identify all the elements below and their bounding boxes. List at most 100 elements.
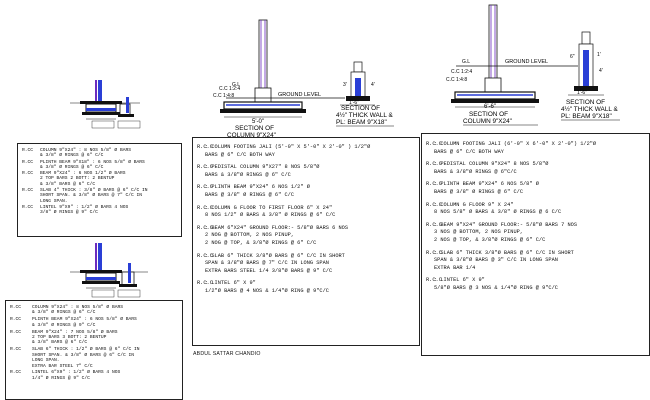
dim-3: 3': [343, 82, 347, 88]
column-section-center: 5'-0" C.C 1:2:4 C.C 1:4:8 G.L GROUND LEV…: [213, 19, 394, 140]
gl-label-2: G.L: [462, 59, 470, 65]
rcc-note-text: : COLUMN FOOTING JALI (5'-0" X 5'-0" X 2…: [205, 144, 371, 158]
rcc-note-tag: R.CC: [10, 347, 22, 353]
ground-level-label-2: GROUND LEVEL: [505, 59, 548, 65]
rcc-note-tag: R.C.C: [197, 280, 213, 287]
cc-124-label: C.C 1:2:4: [219, 86, 240, 92]
beam-label-2: PL: BEAM 9"X18": [561, 113, 612, 120]
rcc-note-row: R.C.C: SLAB 6" THICK 3/8"Ø BARS @ 6" C/C…: [197, 253, 415, 276]
rcc-note-text: LINTEL 9"X9" : 1/2" Ø BARS 4 NOS 3/8" Ø …: [40, 204, 129, 216]
rcc-note-text: PLINTH BEAM 9"X24" : 6 NOS 5/8" Ø BARS &…: [32, 317, 137, 328]
rcc-note-tag: R.C.C: [197, 252, 213, 259]
rcc-note-row: R.C.C: SLAB 6" THICK 3/8"Ø BARS @ 6" C/C…: [426, 250, 645, 273]
rcc-note-row: R.CC SLAB 4" THICK : 3/8" Ø BARS @ 6" C/C…: [22, 188, 177, 204]
rcc-note-text: COLUMN 9"X24" : 8 NOS 5/8" Ø BARS & 3/8"…: [32, 305, 123, 316]
rcc-note-row: R.C.C: PEDISTAL COLUMN 9"X27" 8 NOS 5/8"…: [197, 164, 415, 179]
dim-4-2: 4': [599, 68, 603, 74]
small-footing-detail-2: [70, 243, 148, 298]
rcc-note-text: : BEAM 9"X24" GROUND FLOOR:- 5/8"Ø BARS …: [434, 221, 578, 243]
rcc-notes-box-small-2: R.CC COLUMN 9"X24" : 8 NOS 5/8" Ø BARS & …: [5, 300, 183, 400]
rcc-note-text: LINTEL 6"X9" : 1/2" Ø BARS 4 NOS 1/4" Ø …: [32, 370, 121, 381]
rcc-note-row: R.C.C: COLUMN G FLOOR TO FIRST FLOOR 6" …: [197, 205, 415, 220]
dim-5-0: 5'-0": [252, 119, 264, 125]
rcc-note-text: : PEDISTAL COLUMN 9"X24" 8 NOS 5/8"Ø BAR…: [434, 161, 549, 175]
rcc-note-row: R.C.C: LINTEL 6" X 9" 5/8"Ø BARS @ 3 NOS…: [426, 277, 645, 292]
rcc-note-text: BEAM 9"X24" : 6 NOS 1/2" Ø BARS 2 TOP BA…: [40, 171, 126, 187]
rcc-notes-box-right: R.C.C: COLUMN FOOTING JALI (6'-0" X 6'-0…: [421, 133, 650, 356]
small-footing-detail-1: [70, 80, 141, 129]
wall-label-1: 4½" THICK WALL &: [336, 111, 393, 119]
rcc-note-tag: R.CC: [22, 188, 34, 194]
rcc-note-tag: R.CC: [10, 370, 22, 376]
dim-1: 1': [597, 52, 601, 58]
rcc-note-tag: R.CC: [22, 204, 34, 210]
rcc-note-tag: R.C.C: [426, 201, 442, 208]
beam-label-1: PL: BEAM 9"X18": [336, 119, 387, 126]
dim-4: 4': [371, 82, 375, 88]
rcc-note-tag: R.C.C: [197, 204, 213, 211]
rcc-note-tag: R.C.C: [197, 224, 213, 231]
rcc-note-text: SLAB 4" THICK : 3/8" Ø BARS @ 6" C/C IN …: [40, 188, 148, 204]
rcc-note-row: R.C.C: BEAM 9"X24" GROUND FLOOR:- 5/8"Ø …: [426, 222, 645, 245]
rcc-note-row: R.CC COLUMN 9"X24" : 8 NOS 5/8" Ø BARS & …: [10, 305, 178, 316]
cc-148-label: C.C 1:4:8: [213, 93, 234, 99]
section-of-wall-1: SECTION OF: [341, 105, 380, 112]
dim-6-inch: 6": [570, 54, 575, 60]
column-title-2: COLUMN 9"X24": [463, 118, 512, 125]
rcc-note-row: R.CC BEAM 9"X24" : 7 NOS 5/8" Ø BARS 2 TO…: [10, 330, 178, 346]
rcc-note-tag: R.C.C: [197, 184, 213, 191]
column-section-right: 6'-6" C.C 1:2:4 C.C 1:4:8 G.L GROUND LEV…: [446, 4, 620, 126]
section-of-title-1: SECTION OF: [235, 125, 274, 132]
rcc-note-text: BEAM 9"X24" : 7 NOS 5/8" Ø BARS 2 TOP BA…: [32, 329, 118, 346]
rcc-note-tag: R.CC: [10, 305, 22, 310]
rcc-note-row: R.C.C: COLUMN FOOTING JALI (5'-0" X 5'-0…: [197, 144, 415, 159]
dim-6-6: 6'-6": [484, 104, 496, 110]
cc-148-label-2: C.C 1:4:8: [446, 77, 467, 83]
rcc-note-tag: R.C.C: [426, 221, 442, 228]
rcc-note-tag: R.C.C: [197, 144, 213, 150]
ground-level-label: GROUND LEVEL: [278, 92, 321, 98]
rcc-note-text: : PLINTH BEAM 9"X24" 6 NOS 1/2" Ø BARS @…: [205, 184, 310, 198]
wall-label-2: 4½" THICK WALL &: [561, 105, 618, 113]
rcc-note-tag: R.CC: [22, 159, 34, 165]
rcc-note-tag: R.CC: [10, 317, 22, 323]
rcc-note-tag: R.CC: [10, 329, 22, 335]
rcc-note-row: R.C.C: PLINTH BEAM 9"X24" 6 NOS 1/2" Ø B…: [197, 184, 415, 199]
rcc-note-row: R.C.C: PEDISTAL COLUMN 9"X24" 8 NOS 5/8"…: [426, 161, 645, 176]
rcc-note-text: : SLAB 6" THICK 3/8"Ø BARS @ 6" C/C IN S…: [434, 249, 574, 271]
rcc-note-text: COLUMN 9"X24" : 8 NOS 5/8" Ø BARS & 3/8"…: [40, 148, 131, 159]
rcc-note-row: R.C.C: PLINTH BEAM 9"X24" 6 NOS 5/8" Ø B…: [426, 181, 645, 196]
rcc-note-text: : SLAB 6" THICK 3/8"Ø BARS @ 6" C/C IN S…: [205, 252, 345, 274]
rcc-note-text: : LINTEL 6" X 9" 1/2"Ø BARS @ 4 NOS & 1/…: [205, 280, 329, 294]
rcc-note-text: : BEAM 6"X24" GROUND FLOOR:- 5/8"Ø BARS …: [205, 224, 349, 246]
rcc-note-tag: R.CC: [22, 148, 34, 153]
rcc-note-row: R.CC PLINTH BEAM 9"X18" : 6 NOS 5/8" Ø BA…: [22, 160, 177, 171]
rcc-note-row: R.C.C: COLUMN FOOTING JALI (6'-0" X 6'-0…: [426, 141, 645, 156]
rcc-note-tag: R.C.C: [426, 181, 442, 188]
gl-label: G.L: [232, 82, 240, 88]
author-name: ABDUL SATTAR CHANDIO: [193, 351, 261, 357]
rcc-note-row: R.CC LINTEL 6"X9" : 1/2" Ø BARS 4 NOS 1/4…: [10, 370, 178, 381]
rcc-note-text: SLAB 6" THICK : 1/2" Ø BARS @ 6" C/C IN …: [32, 347, 140, 369]
section-of-title-2: SECTION OF: [469, 111, 508, 118]
rcc-note-row: R.CC SLAB 6" THICK : 1/2" Ø BARS @ 6" C/C…: [10, 347, 178, 369]
rcc-note-text: : LINTEL 6" X 9" 5/8"Ø BARS @ 3 NOS & 1/…: [434, 277, 558, 291]
rcc-note-tag: R.C.C: [426, 249, 442, 256]
rcc-note-text: : COLUMN G FLOOR TO FIRST FLOOR 6" X 24"…: [205, 204, 336, 219]
dim-1-6-2: 1'-6": [577, 90, 587, 96]
rcc-note-tag: R.C.C: [197, 164, 213, 171]
rcc-note-text: : COLUMN G FLOOR 9" X 24" 8 NOS 5/8" Ø B…: [434, 201, 562, 216]
rcc-note-row: R.C.C: COLUMN G FLOOR 9" X 24" 8 NOS 5/8…: [426, 202, 645, 217]
rcc-note-row: R.CC LINTEL 9"X9" : 1/2" Ø BARS 4 NOS 3/8…: [22, 205, 177, 216]
section-of-wall-2: SECTION OF: [566, 99, 605, 106]
rcc-notes-box-small-1: R.CC COLUMN 9"X24" : 8 NOS 5/8" Ø BARS & …: [17, 143, 182, 237]
rcc-note-text: PLINTH BEAM 9"X18" : 6 NOS 5/8" Ø BARS &…: [40, 159, 145, 170]
column-title-1: COLUMN 9"X24": [227, 132, 276, 139]
cc-124-label-2: C.C 1:2:4: [451, 69, 472, 75]
rcc-note-row: R.C.C: LINTEL 6" X 9" 1/2"Ø BARS @ 4 NOS…: [197, 280, 415, 295]
rcc-note-text: : COLUMN FOOTING JALI (6'-0" X 6'-0" X 2…: [434, 141, 597, 155]
rcc-note-tag: R.C.C: [426, 161, 442, 168]
rcc-note-tag: R.C.C: [426, 141, 442, 147]
